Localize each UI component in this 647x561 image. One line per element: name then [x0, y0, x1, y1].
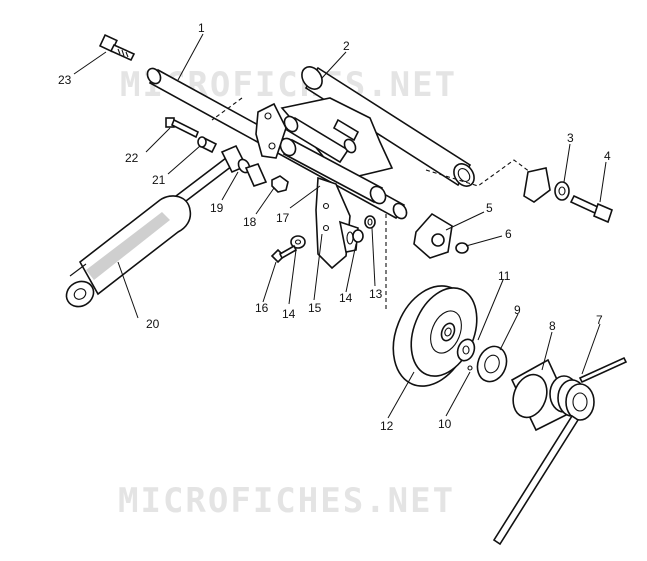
frame-part-2: [279, 66, 475, 205]
callout-14-left: 14: [282, 307, 296, 321]
callout-2: 2: [343, 39, 350, 53]
bushing-part-19: [220, 144, 268, 187]
watermark-bottom: MICROFICHES.NET: [118, 481, 455, 521]
callout-10: 10: [438, 417, 452, 431]
shock-part-20: [65, 156, 234, 308]
callout-13: 13: [369, 287, 383, 301]
clip-part-5: [413, 212, 453, 259]
assembly-line: [211, 97, 243, 121]
callout-4: 4: [604, 149, 611, 163]
callout-8: 8: [549, 319, 556, 333]
callout-1: 1: [198, 21, 205, 35]
drum-part-8: [510, 358, 574, 432]
callout-15: 15: [308, 301, 322, 315]
callout-18: 18: [243, 215, 257, 229]
washer-part-3: [554, 181, 570, 201]
callout-21: 21: [152, 173, 166, 187]
washer-part-13: [364, 215, 376, 229]
callout-12: 12: [380, 419, 394, 433]
wheel-part-12: [392, 285, 478, 387]
callout-9: 9: [514, 303, 521, 317]
bolt-part-16: [270, 244, 298, 264]
callout-17: 17: [276, 211, 290, 225]
callout-3: 3: [567, 131, 574, 145]
callout-5: 5: [486, 201, 493, 215]
mounting-plate: [255, 102, 287, 159]
washer-part-14a: [290, 235, 306, 249]
callout-7: 7: [596, 313, 603, 327]
bolt-part-4: [569, 194, 613, 224]
washer-part-11: [456, 338, 476, 362]
nut-part-6: [455, 242, 469, 254]
callout-16: 16: [255, 301, 269, 315]
callout-23: 23: [58, 73, 72, 87]
bushing-part-21: [197, 136, 218, 154]
callout-11: 11: [498, 269, 511, 283]
nut-part-18: [271, 175, 289, 193]
callout-19: 19: [210, 201, 224, 215]
assembly-line: [425, 159, 539, 187]
bolt-part-23: [98, 33, 136, 62]
spring-part-7: [492, 356, 628, 546]
plate-part-15: [315, 176, 351, 270]
callout-22: 22: [125, 151, 139, 165]
callout-14-right: 14: [339, 291, 353, 305]
callout-20: 20: [146, 317, 160, 331]
callout-labels: 1 2 3 4 5 6 7 8 9 10 11 12 13 14 14 15 1…: [58, 21, 611, 433]
leader-lines: [73, 33, 607, 419]
bracket-right: [523, 167, 551, 203]
spacer-part-9: [467, 345, 508, 383]
callout-6: 6: [505, 227, 512, 241]
bolt-part-22: [165, 117, 200, 139]
washer-part-14b: [352, 229, 364, 243]
